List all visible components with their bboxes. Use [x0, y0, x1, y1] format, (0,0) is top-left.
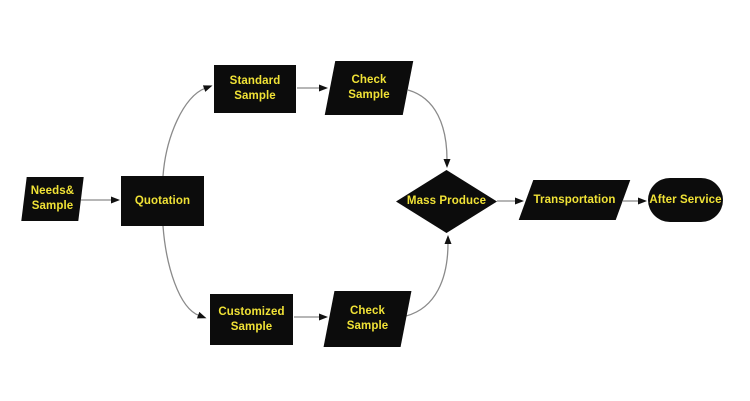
node-label: Standard Sample: [229, 75, 281, 102]
stadium-shape: [648, 178, 723, 222]
node-label: Needs& Sample: [30, 185, 75, 212]
node-check-sample-top: Check Sample: [324, 61, 414, 115]
node-customized-sample: Customized Sample: [210, 294, 293, 345]
node-label: Mass Produce: [406, 195, 487, 208]
node-label: After Service: [649, 193, 722, 206]
node-mass-produce: Mass Produce: [396, 170, 497, 233]
connector-quotation-to-standard-sample: [162, 85, 213, 177]
node-standard-sample: Standard Sample: [214, 65, 296, 113]
node-label: Check Sample: [348, 74, 390, 101]
node-quotation: Quotation: [121, 176, 204, 226]
node-label: Customized Sample: [218, 305, 285, 333]
node-label: Quotation: [134, 194, 191, 207]
node-needs-sample: Needs& Sample: [21, 177, 84, 221]
node-transportation: Transportation: [518, 180, 631, 220]
connector-quotation-to-customized-sample: [162, 225, 207, 319]
node-after-service: After Service: [648, 178, 723, 222]
node-check-sample-bottom: Check Sample: [323, 291, 412, 347]
node-label: Transportation: [533, 193, 616, 206]
rectangle-shape: [121, 176, 204, 226]
rectangle-shape: [210, 294, 293, 345]
connector-check-sample-bottom-to-mass-produce: [405, 235, 452, 317]
rectangle-shape: [214, 65, 296, 113]
connector-check-sample-top-to-mass-produce: [407, 89, 451, 168]
node-label: Check Sample: [346, 305, 389, 332]
